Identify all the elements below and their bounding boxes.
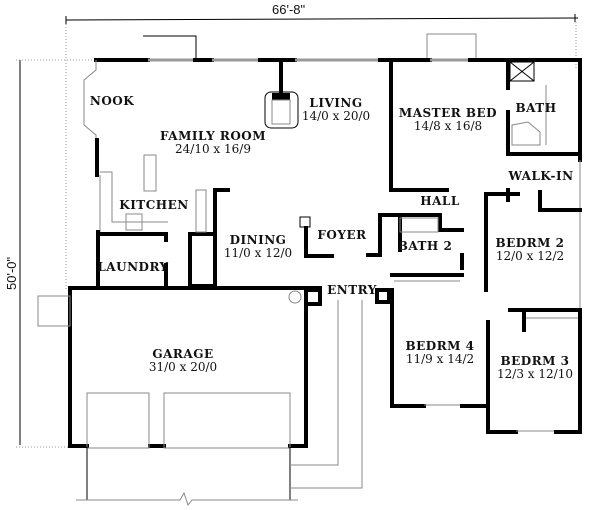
room-kitchen: KITCHEN bbox=[119, 199, 188, 212]
room-name: BATH bbox=[515, 101, 557, 115]
room-walk-in: WALK-IN bbox=[508, 170, 573, 183]
room-name: BEDRM 3 bbox=[500, 354, 570, 368]
depth-dimension: 50'-0" bbox=[4, 256, 19, 290]
room-size: 11/0 x 12/0 bbox=[223, 246, 293, 260]
room-name: LAUNDRY bbox=[97, 260, 169, 274]
fireplace bbox=[264, 58, 299, 129]
garage-doors bbox=[37, 290, 363, 507]
room-hall: HALL bbox=[420, 195, 460, 208]
room-name: DINING bbox=[229, 233, 287, 247]
room-name: NOOK bbox=[89, 94, 135, 108]
room-garage: GARAGE 31/0 x 20/0 bbox=[149, 348, 217, 374]
room-name: FAMILY ROOM bbox=[159, 129, 267, 143]
room-bath2: BATH 2 bbox=[398, 240, 453, 253]
room-size: 12/3 x 12/10 bbox=[497, 367, 573, 381]
room-size: 31/0 x 20/0 bbox=[148, 360, 218, 374]
room-name: GARAGE bbox=[152, 347, 214, 361]
room-bedrm2: BEDRM 2 12/0 x 12/2 bbox=[496, 237, 565, 263]
room-name: ENTRY bbox=[327, 283, 377, 297]
room-dining: DINING 11/0 x 12/0 bbox=[224, 234, 292, 260]
room-bedrm3: BEDRM 3 12/3 x 12/10 bbox=[497, 355, 573, 381]
room-name: KITCHEN bbox=[119, 198, 189, 212]
room-name: HALL bbox=[420, 194, 460, 208]
room-name: BATH 2 bbox=[397, 239, 453, 253]
room-size: 14/8 x 16/8 bbox=[413, 119, 483, 133]
room-size: 12/0 x 12/2 bbox=[495, 249, 565, 263]
room-bedrm4: BEDRM 4 11/9 x 14/2 bbox=[406, 340, 475, 366]
room-foyer: FOYER bbox=[317, 229, 366, 242]
room-living: LIVING 14/0 x 20/0 bbox=[302, 97, 370, 123]
width-dimension-line bbox=[65, 17, 579, 21]
room-name: FOYER bbox=[317, 228, 367, 242]
room-laundry: LAUNDRY bbox=[97, 261, 168, 274]
room-bath: BATH bbox=[515, 102, 556, 115]
room-size: 14/0 x 20/0 bbox=[301, 109, 371, 123]
room-name: MASTER BED bbox=[398, 106, 498, 120]
room-name: BEDRM 4 bbox=[405, 339, 475, 353]
room-size: 24/10 x 16/9 bbox=[175, 142, 251, 156]
room-nook: NOOK bbox=[90, 95, 134, 108]
room-name: WALK-IN bbox=[508, 169, 574, 183]
room-size: 11/9 x 14/2 bbox=[405, 352, 475, 366]
room-name: BEDRM 2 bbox=[495, 236, 565, 250]
room-entry: ENTRY bbox=[327, 284, 377, 297]
interior-walls bbox=[96, 58, 582, 332]
room-family-room: FAMILY ROOM 24/10 x 16/9 bbox=[160, 130, 266, 156]
room-master-bed: MASTER BED 14/8 x 16/8 bbox=[399, 107, 497, 133]
width-dimension: 66'-8" bbox=[272, 2, 306, 17]
room-name: LIVING bbox=[309, 96, 363, 110]
